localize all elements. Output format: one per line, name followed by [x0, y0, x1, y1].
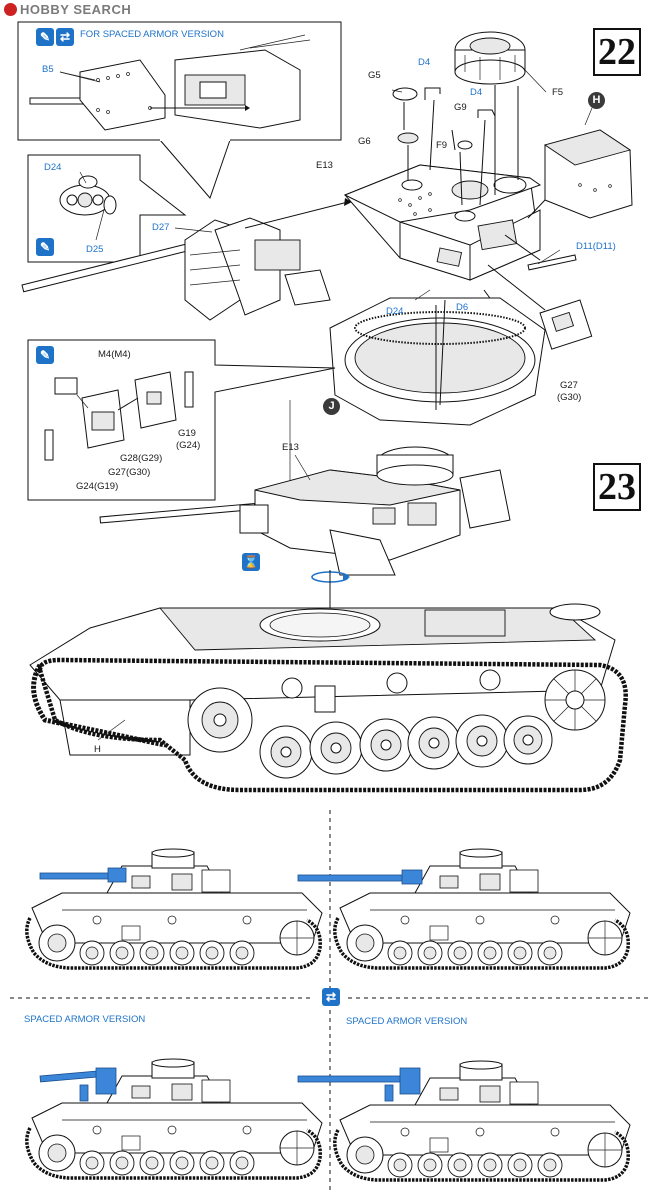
part-label-g19: G19	[178, 428, 196, 439]
part-label-d27: D27	[152, 222, 170, 233]
spaced-armor-note-right: SPACED ARMOR VERSION	[346, 1016, 468, 1027]
stowage-bin-h	[527, 107, 633, 219]
part-label-g27-b: G27(G30)	[108, 467, 151, 478]
spaced-armor-note-top: FOR SPACED ARMOR VERSION	[80, 29, 224, 40]
part-label-d4-b: D4	[470, 87, 483, 98]
main-gun-assembly	[21, 198, 352, 321]
tank-hull	[29, 603, 628, 793]
part-label-d4-a: D4	[418, 57, 431, 68]
part-label-g24-a: (G24)	[176, 440, 201, 451]
glue-icon: ✎	[36, 346, 54, 364]
watermark-text: HOBBY SEARCH	[20, 2, 132, 17]
part-label-g9: G9	[454, 102, 467, 113]
part-label-b5: B5	[42, 64, 54, 75]
glue-icon: ✎	[36, 238, 54, 256]
rotate-icon: ⌛	[242, 553, 260, 571]
callout-hatch-detail	[27, 339, 336, 501]
spaced-armor-note-left: SPACED ARMOR VERSION	[24, 1014, 146, 1025]
part-label-g5: G5	[368, 70, 381, 81]
part-label-d24-mid: D24	[386, 306, 404, 317]
part-label-e13-b: E13	[282, 442, 299, 453]
part-label-g27-a: G27	[560, 380, 578, 391]
part-label-d11: D11(D11)	[576, 241, 616, 252]
glue-icon: ✎	[36, 28, 54, 46]
part-label-e13-a: E13	[316, 160, 333, 171]
part-label-g6: G6	[358, 136, 371, 147]
part-label-d6: D6	[456, 302, 469, 313]
option-swap-icon: ⇄	[322, 988, 340, 1006]
part-label-h: H	[94, 744, 101, 755]
turret-assembled	[99, 400, 511, 576]
part-label-d25: D25	[86, 244, 104, 255]
callout-d24-d25	[27, 154, 187, 263]
option-swap-icon: ⇄	[56, 28, 74, 46]
tank-profile-top-right	[297, 847, 632, 970]
tank-profile-top-left	[25, 847, 324, 970]
part-label-g30-a: (G30)	[557, 392, 582, 403]
part-group-j-badge: J	[323, 398, 340, 415]
step-number-23: 23	[593, 463, 641, 511]
tank-profile-bottom-left	[25, 1057, 324, 1180]
turret-small-parts	[392, 31, 526, 206]
part-label-g24-b: G24(G19)	[76, 481, 119, 492]
leader-lines	[59, 69, 561, 741]
turret-ring	[329, 297, 546, 426]
part-label-f5: F5	[552, 87, 564, 98]
watermark-logo-icon	[4, 3, 17, 16]
watermark: HOBBY SEARCH	[4, 2, 131, 17]
part-label-f9: F9	[436, 140, 448, 151]
turret-body	[343, 164, 542, 281]
part-label-m4: M4(M4)	[98, 349, 131, 360]
part-group-h-badge: H	[588, 92, 605, 109]
callout-spaced-armor	[17, 21, 342, 199]
part-label-d24: D24	[44, 162, 62, 173]
part-label-g28: G28(G29)	[120, 453, 163, 464]
step-number-22: 22	[593, 28, 641, 76]
tank-profile-bottom-right	[297, 1059, 632, 1182]
